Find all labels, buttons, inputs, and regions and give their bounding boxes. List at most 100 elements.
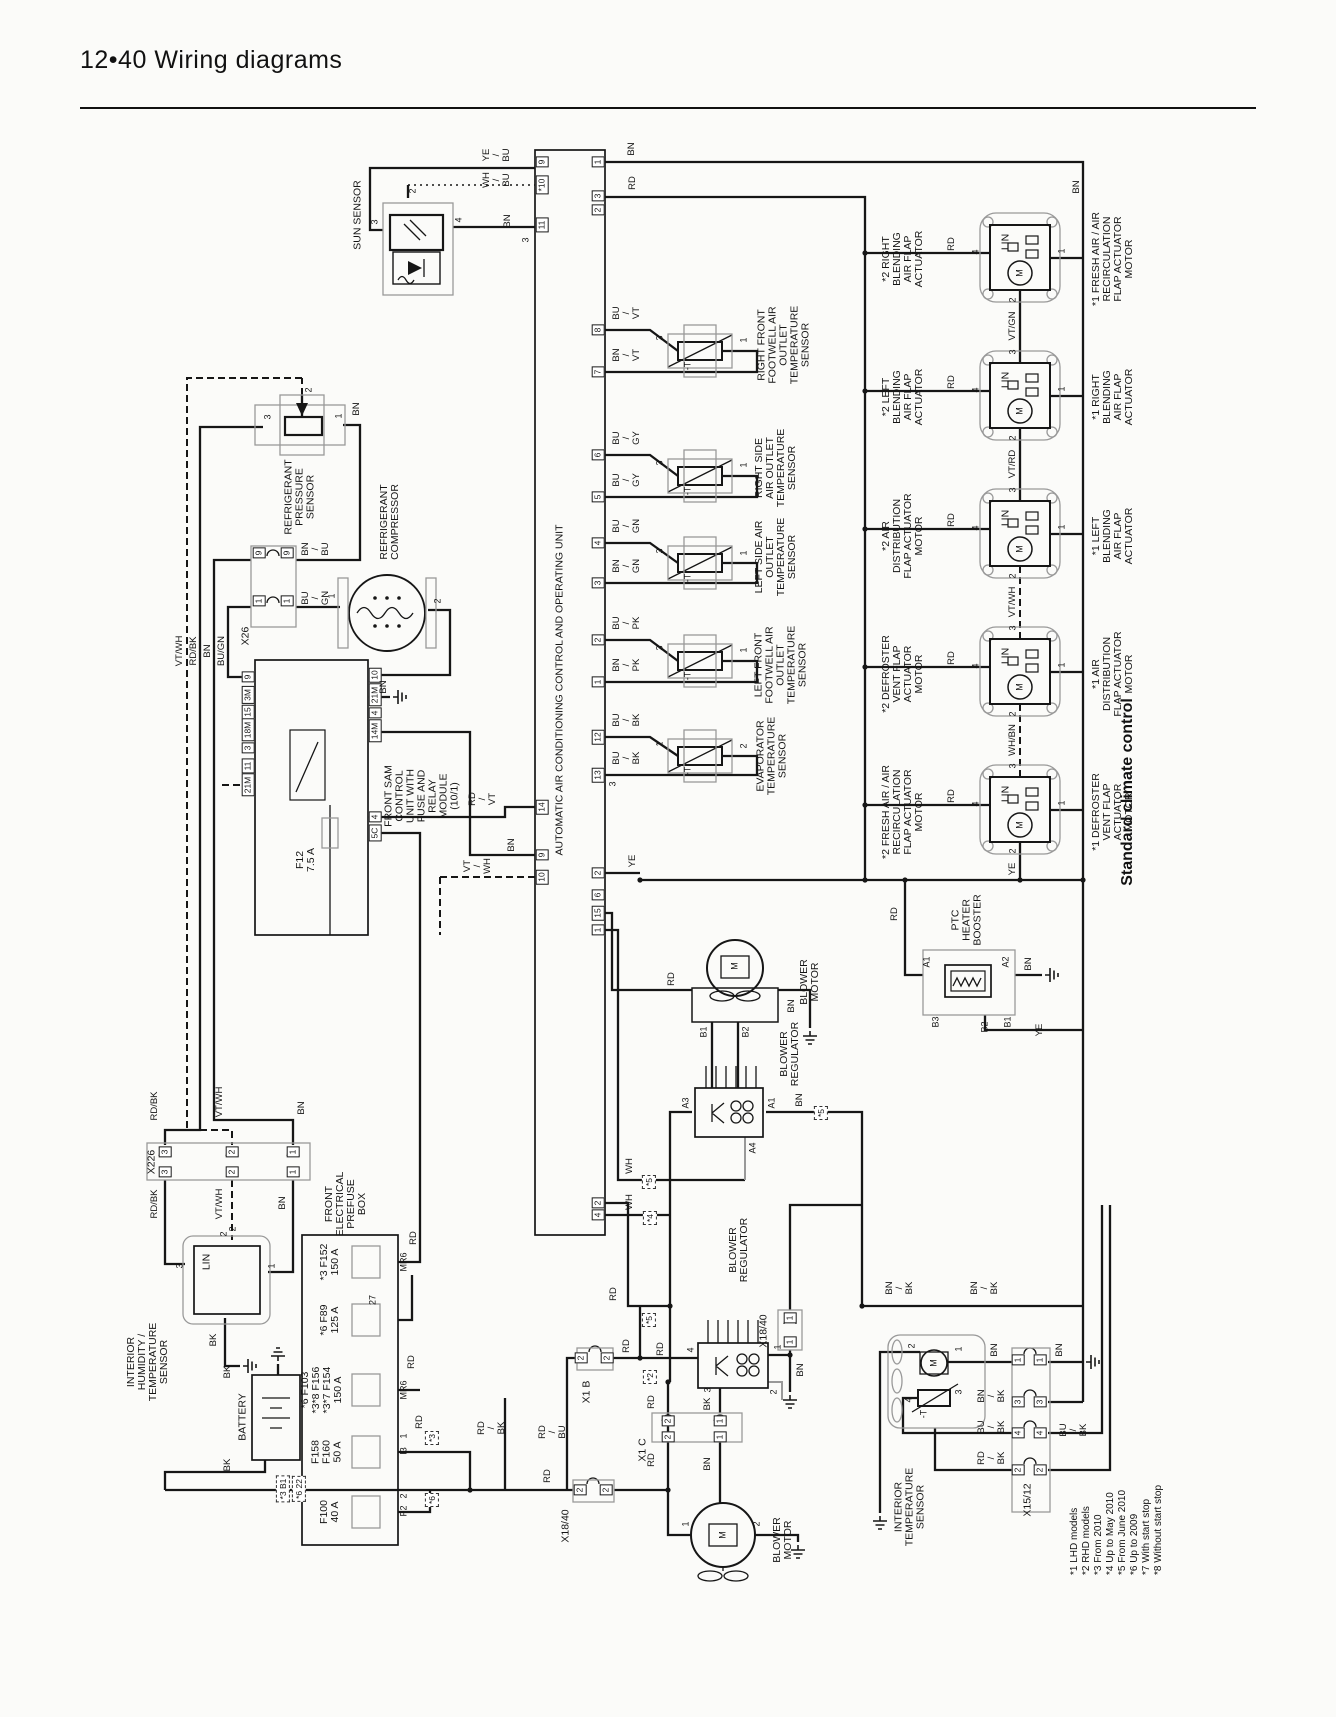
component-label: *1 RIGHT BLENDING AIR FLAP ACTUATOR <box>1089 368 1136 426</box>
wire-label: BN <box>351 402 363 416</box>
option-marker: *2 <box>642 1369 658 1385</box>
component-label: INTERIOR HUMIDITY / TEMPERATURE SENSOR <box>124 1322 171 1402</box>
pin-number: 9 <box>252 547 266 559</box>
pin-number: 15 <box>591 905 605 921</box>
option-marker: *5 <box>641 1174 657 1190</box>
wire-label: RD <box>608 1287 620 1301</box>
wire-label: YE <box>627 854 639 868</box>
pin-number: 2 <box>751 1521 762 1527</box>
pin-number: 4 <box>453 217 464 223</box>
component-label: AUTOMATIC AIR CONDITIONING CONTROL AND O… <box>553 524 566 856</box>
pin-number: -T <box>682 671 693 681</box>
pin-number: 5 <box>591 491 605 503</box>
component-label: SUN SENSOR <box>351 180 364 250</box>
wire-label: BN <box>277 1196 289 1210</box>
pin-number: 13 <box>591 767 605 783</box>
pin-number: 2 <box>906 1343 917 1349</box>
pin-number: -T <box>682 766 693 776</box>
wire-label: RD <box>946 375 958 389</box>
wire-label: BU / VT <box>611 306 642 320</box>
pin-number: 4 <box>1033 1427 1047 1439</box>
wire-label: RD / VT <box>467 792 498 806</box>
pin-number: 2 <box>661 1431 675 1443</box>
component-label: *1 FRESH AIR / AIR RECIRCULATION FLAP AC… <box>1089 212 1136 306</box>
component-label: LEFT SIDE AIR OUTLET TEMPERATURE SENSOR <box>752 517 799 597</box>
pin-number: 3 <box>591 190 605 202</box>
wire-label: BN / BK <box>976 1389 1007 1403</box>
component-label: PTC HEATER BOOSTER <box>949 894 984 946</box>
pin-number: 3 <box>591 577 605 589</box>
option-marker: *4 <box>642 1210 658 1226</box>
component-label: LIN <box>999 647 1012 665</box>
pin-number: 2 <box>432 598 443 604</box>
pin-number: 3 <box>654 335 665 341</box>
wire-label: BN <box>795 1363 807 1377</box>
wire-label: VT/WH <box>214 1086 226 1118</box>
pin-number: 2 <box>573 1484 587 1496</box>
pin-number: 1 <box>953 1346 964 1352</box>
option-marker: *5 <box>641 1312 657 1328</box>
wire-label: BU / GN <box>611 518 642 534</box>
pin-number: 1 <box>1056 248 1067 254</box>
pin-number: 3 <box>174 1263 185 1269</box>
component-label: X18/40 <box>757 1314 770 1348</box>
wire-label: VT/RD <box>1007 449 1019 479</box>
component-label: EVAPORATOR TEMPERATURE SENSOR <box>754 716 789 796</box>
pin-number: 3 <box>520 237 531 243</box>
pin-number: 1 <box>591 924 605 936</box>
component-label: *2 FRESH AIR / AIR RECIRCULATION FLAP AC… <box>879 765 926 859</box>
pin-number: 4 <box>970 801 981 807</box>
pin-number: 2 <box>218 1231 229 1237</box>
wire-label: BN / PK <box>611 658 642 672</box>
wire-label: RD <box>621 1339 633 1353</box>
page-header: 12•40 Wiring diagrams <box>80 46 343 74</box>
pin-number: *10 <box>535 175 549 195</box>
pin-number: 3 <box>1007 763 1018 769</box>
component-label: X15/12 <box>1021 1483 1034 1517</box>
wire-label: RD <box>946 513 958 527</box>
pin-number: M <box>729 962 740 970</box>
pin-number: 3 <box>654 460 665 466</box>
pin-number: 27 <box>367 1294 378 1306</box>
pin-number: B3 <box>930 1016 941 1028</box>
pin-number: 2 <box>225 1166 239 1178</box>
wire-label: BN / VT <box>611 348 642 362</box>
component-label: X226 <box>145 1149 158 1175</box>
pin-number: 8 <box>591 324 605 336</box>
pin-number: 2 <box>303 387 314 393</box>
pin-number: M <box>1014 821 1025 829</box>
pin-number: 1 <box>280 595 294 607</box>
wire-label: BN <box>702 1457 714 1471</box>
pin-number: 3 <box>1011 1396 1025 1408</box>
pin-number: 2 <box>1007 848 1018 854</box>
wire-label: RD <box>646 1395 658 1409</box>
wire-label: RD <box>655 1342 667 1356</box>
pin-number: 1 <box>1011 1354 1025 1366</box>
pin-number: 3 <box>1007 625 1018 631</box>
component-label: INTERIOR TEMPERATURE SENSOR <box>892 1467 927 1547</box>
pin-number: 15 <box>241 704 255 720</box>
component-label: LIN <box>999 785 1012 803</box>
pin-number: 3 <box>241 742 255 754</box>
option-marker: *3 <box>424 1430 440 1446</box>
pin-number: 1 <box>713 1431 727 1443</box>
component-label: *2 RIGHT BLENDING AIR FLAP ACTUATOR <box>879 230 926 288</box>
pin-number: 2 <box>661 1415 675 1427</box>
wire-label: RD <box>627 176 639 190</box>
pin-number: 14 <box>535 799 549 815</box>
component-label: REFRIGERANT COMPRESSOR <box>377 484 401 560</box>
pin-number: 2 <box>768 1389 779 1395</box>
wire-label: WH <box>624 1158 636 1174</box>
pin-number: B1 <box>698 1026 709 1038</box>
pin-number: 14M <box>368 719 382 743</box>
component-label: *2 LEFT BLENDING AIR FLAP ACTUATOR <box>879 368 926 426</box>
component-label: F158 F160 50 A <box>309 1440 344 1464</box>
wire-label: WH / BU <box>481 172 512 188</box>
component-label: *2 AIR DISTRIBUTION FLAP ACTUATOR MOTOR <box>879 493 926 579</box>
wire-label: BN <box>786 999 798 1013</box>
component-label: RIGHT FRONT FOOTWELL AIR OUTLET TEMPERAT… <box>755 305 812 385</box>
wire-label: BU / BK <box>611 751 642 765</box>
pin-number: 4 <box>591 1209 605 1221</box>
pin-number: 2 <box>1007 711 1018 717</box>
